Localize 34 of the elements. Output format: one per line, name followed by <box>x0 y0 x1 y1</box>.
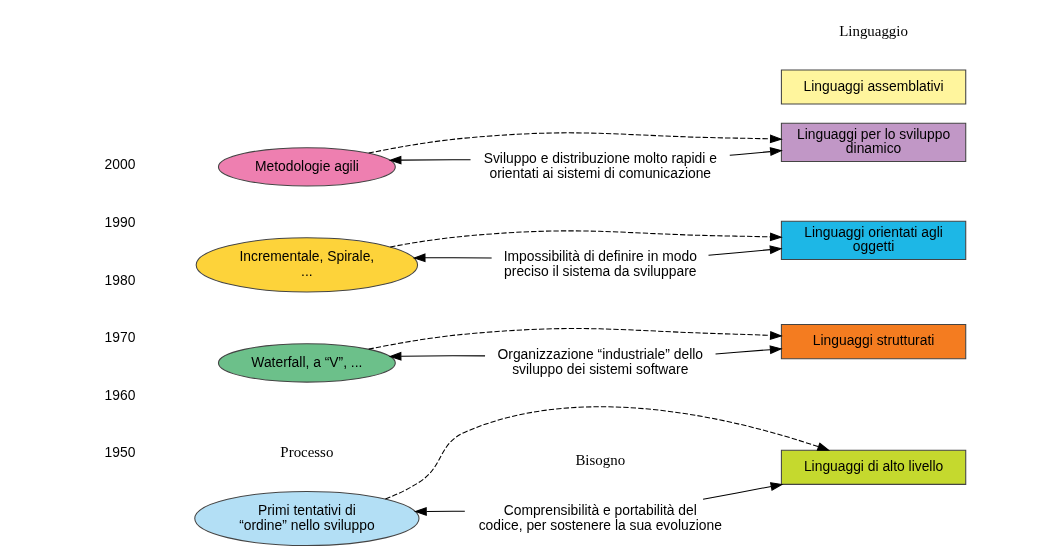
label: 1980 <box>104 271 136 288</box>
node-box: Linguaggi orientati agli oggetti <box>780 220 967 261</box>
node-text: Comprensibilità e portabilità del codice, per sostenere la sua evoluzione <box>478 501 722 533</box>
label: Bisogno <box>575 451 626 468</box>
node-ellipse: Metodologie agili <box>217 147 396 187</box>
node-text: Sviluppo e distribuzione molto rapidi e orientati ai sistemi di comunicazione <box>483 150 717 181</box>
node-ellipse: Incrementale, Spirale, ... <box>195 237 419 293</box>
label: 1970 <box>104 329 136 346</box>
arrow <box>384 406 831 500</box>
arrow <box>388 351 486 361</box>
arrow <box>412 253 493 263</box>
label: Processo <box>280 444 334 461</box>
node-ellipse: Waterfall, a “V”, ... <box>217 343 396 383</box>
node-box: Linguaggi per lo sviluppo dinamico <box>780 122 967 163</box>
node-box: Linguaggi strutturati <box>780 324 967 360</box>
arrow <box>368 132 783 154</box>
label: 1990 <box>104 213 136 230</box>
node-text: Impossibilità di definire in modo preciso il sistema da sviluppare <box>503 248 697 279</box>
arrow <box>388 155 472 165</box>
arrow <box>715 345 783 355</box>
label: Linguaggio <box>839 22 908 39</box>
node-text: Organizzazione “industriale” dello sviluppo dei sistemi software <box>497 346 703 378</box>
arrow <box>368 328 783 350</box>
arrow <box>707 245 783 256</box>
label: 2000 <box>104 156 136 173</box>
label: 1950 <box>104 444 136 461</box>
node-box: Linguaggi di alto livello <box>780 449 967 485</box>
arrow <box>389 230 783 248</box>
arrow <box>413 506 466 516</box>
label: 1960 <box>104 386 136 403</box>
node-box: Linguaggi assemblativi <box>780 69 967 105</box>
arrow <box>702 482 784 500</box>
node-ellipse: Primi tentativi di “ordine” nello sviluppo <box>194 490 420 547</box>
arrow <box>729 147 783 157</box>
